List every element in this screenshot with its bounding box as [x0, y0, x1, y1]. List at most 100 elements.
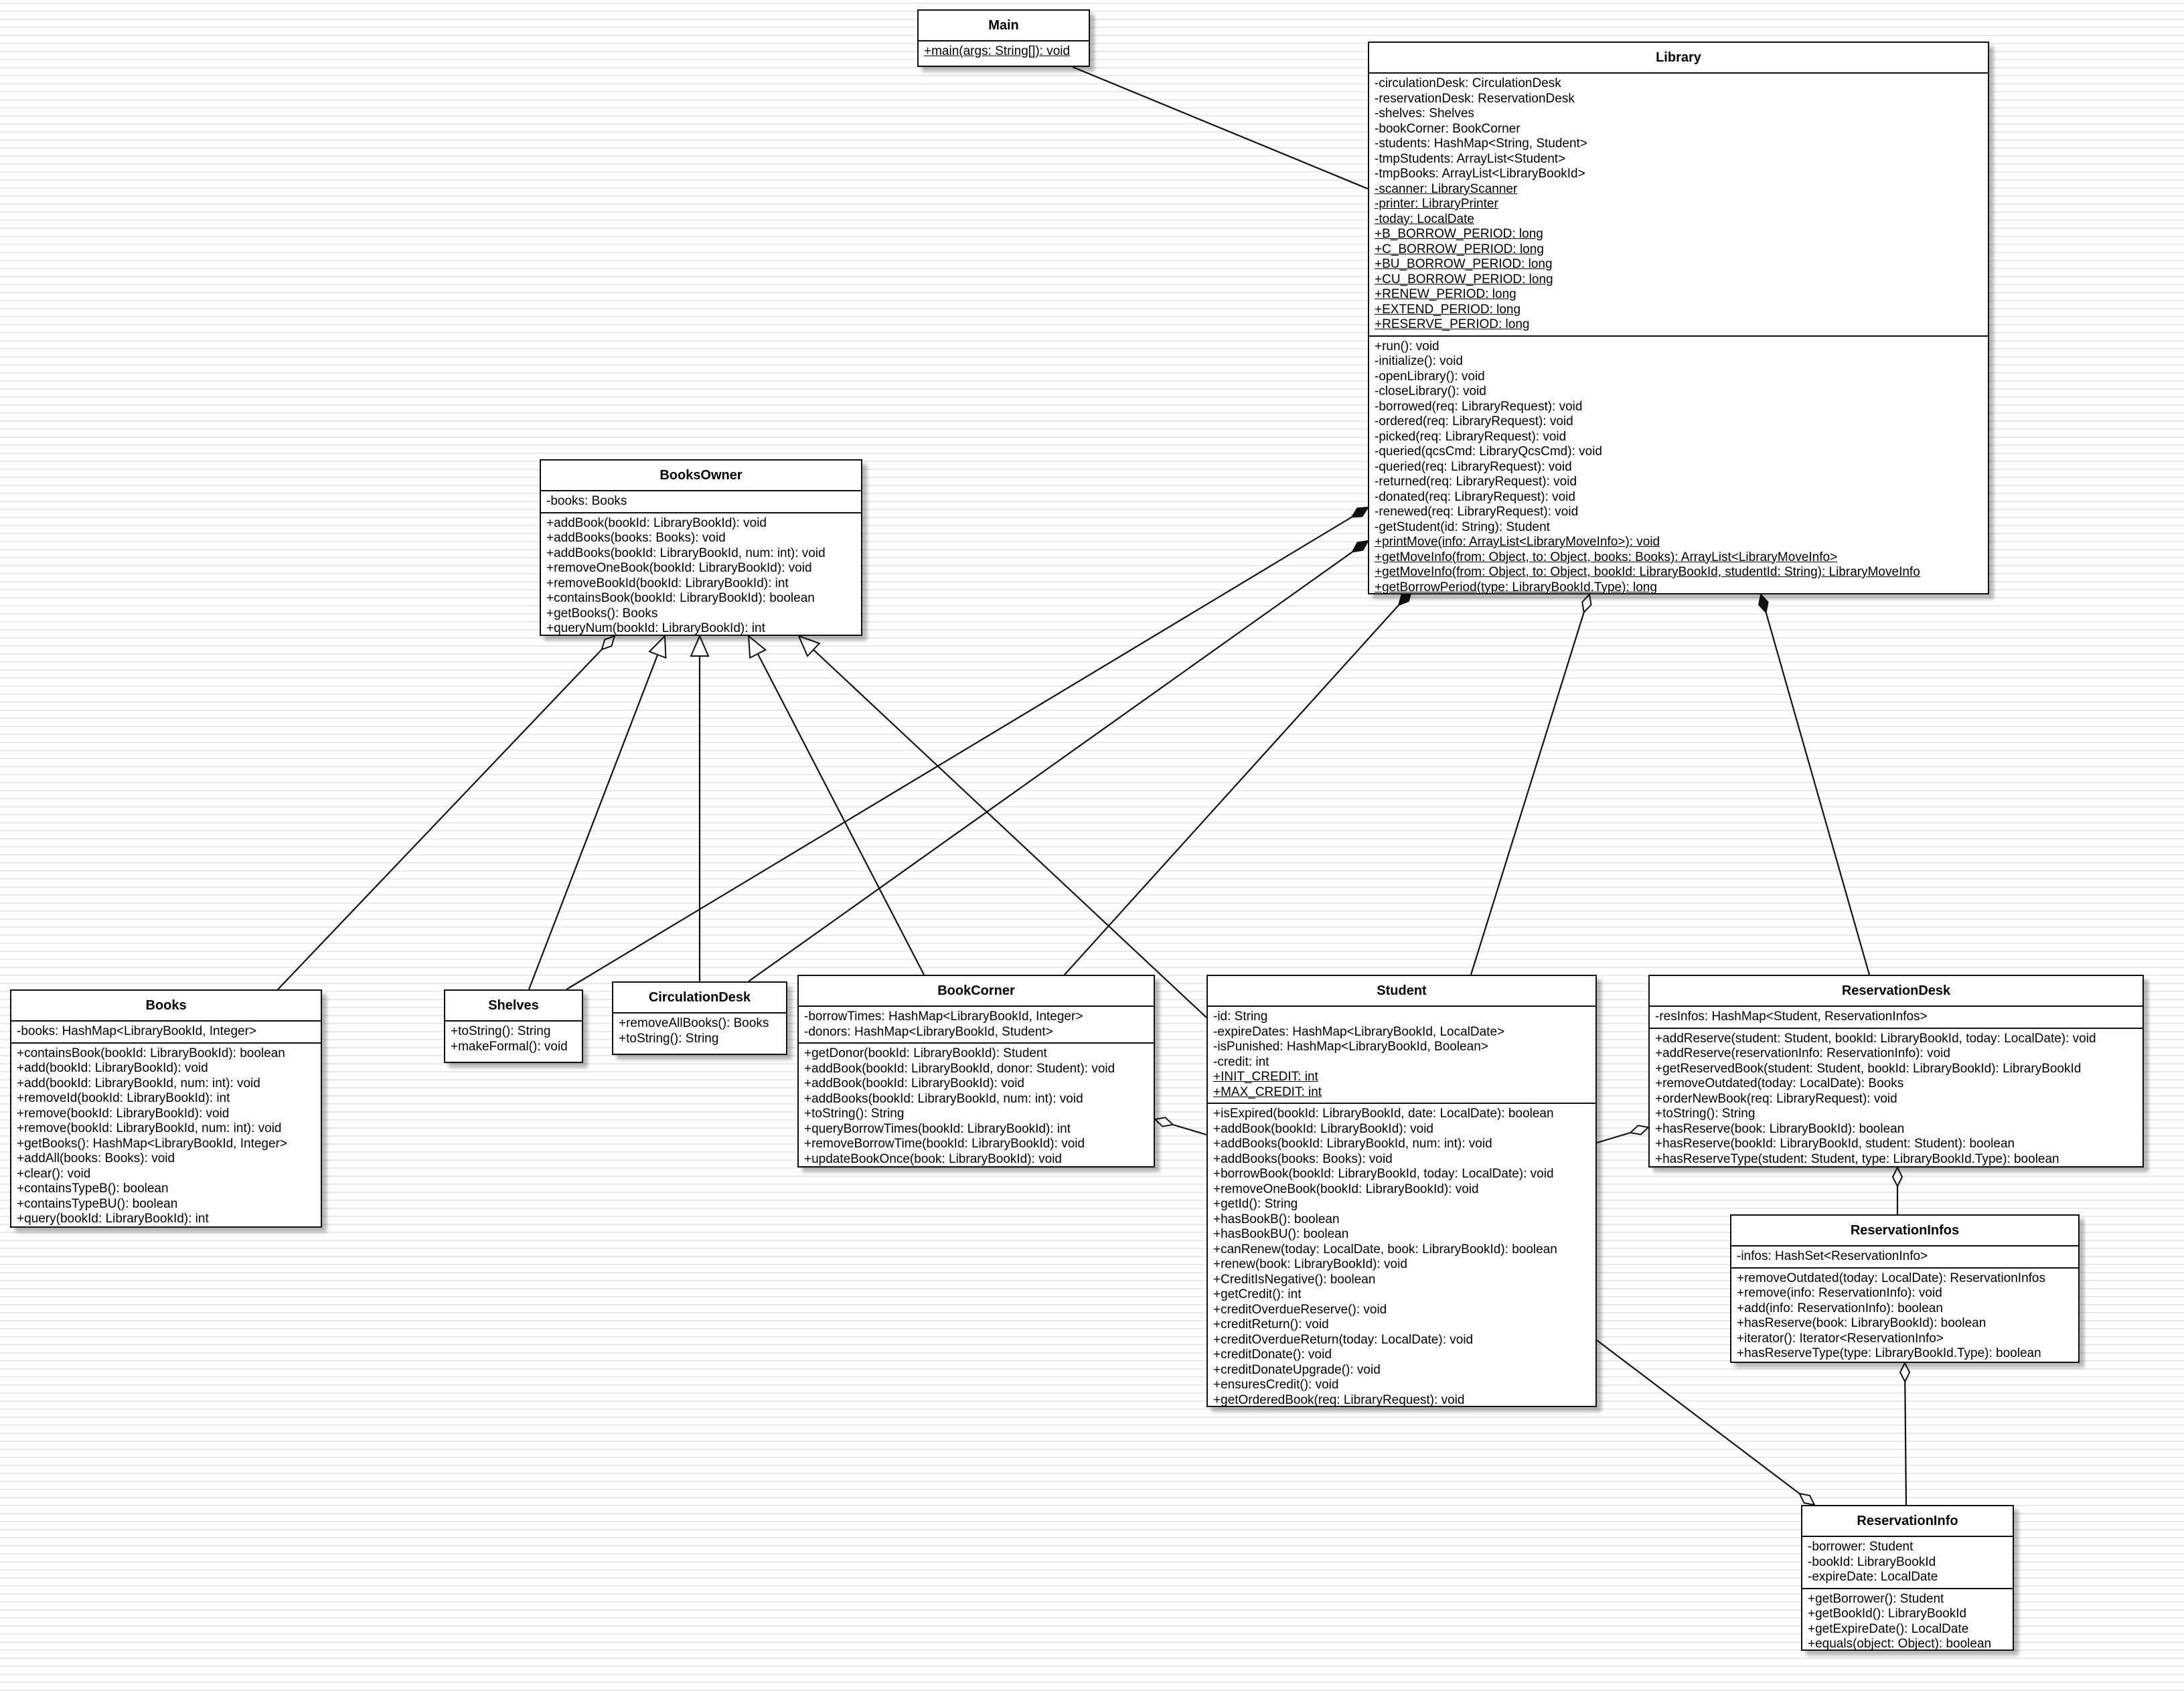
aggregation-diamond — [1153, 1117, 1174, 1127]
class-method: +containsBook(bookId: LibraryBookId): bo… — [17, 1046, 285, 1060]
relation-line — [1903, 1362, 1907, 1506]
relation-line — [1064, 590, 1412, 975]
class-attribute: -tmpBooks: ArrayList<LibraryBookId> — [1375, 167, 1585, 181]
class-method: +addBook(bookId: LibraryBookId): void — [804, 1076, 1025, 1091]
class-method: +query(bookId: LibraryBookId): int — [17, 1212, 209, 1226]
class-attributes-section: -books: HashMap<LibraryBookId, Integer> — [11, 1022, 321, 1042]
class-method: +iterator(): Iterator<ReservationInfo> — [1737, 1331, 1944, 1346]
class-method: +getId(): String — [1213, 1197, 1298, 1211]
class-method: -getStudent(id: String): Student — [1375, 519, 1550, 534]
class-method: +toString(): String — [619, 1031, 719, 1046]
class-method: +getBorrower(): Student — [1808, 1591, 1944, 1606]
class-bookcorner[interactable]: BookCorner-borrowTimes: HashMap<LibraryB… — [797, 975, 1155, 1167]
class-method: +hasBookB(): boolean — [1213, 1212, 1340, 1226]
class-method: +addReserve(reservationInfo: Reservation… — [1655, 1046, 1950, 1060]
class-main[interactable]: Main+main(args: String[]): void — [917, 9, 1090, 67]
class-books[interactable]: Books-books: HashMap<LibraryBookId, Inte… — [10, 989, 322, 1228]
class-attribute: -today: LocalDate — [1375, 212, 1474, 226]
class-attributes-section: -books: Books — [541, 491, 861, 512]
class-name: Library — [1369, 43, 1988, 74]
class-method: +addBook(bookId: LibraryBookId): void — [546, 515, 767, 530]
class-student[interactable]: Student-id: String-expireDates: HashMap<… — [1206, 975, 1597, 1407]
class-method: +hasReserve(book: LibraryBookId): boolea… — [1737, 1316, 1986, 1330]
composition-diamond — [1350, 506, 1369, 518]
class-methods-section: +isExpired(bookId: LibraryBookId, date: … — [1208, 1103, 1595, 1411]
class-attribute: -credit: int — [1213, 1054, 1269, 1069]
class-reservationdesk[interactable]: ReservationDesk-resInfos: HashMap<Studen… — [1648, 975, 2144, 1167]
class-booksowner[interactable]: BooksOwner-books: Books+addBook(bookId: … — [540, 459, 862, 636]
class-attribute: +CU_BORROW_PERIOD: long — [1375, 272, 1553, 287]
class-method: +removeAllBooks(): Books — [619, 1016, 769, 1030]
class-attribute: -resInfos: HashMap<Student, ReservationI… — [1655, 1010, 1928, 1024]
class-method: +creditDonate(): void — [1213, 1348, 1332, 1362]
relation-line — [1072, 66, 1369, 190]
class-library[interactable]: Library-circulationDesk: CirculationDesk… — [1368, 42, 1989, 594]
inheritance-arrowhead — [690, 634, 710, 657]
class-method: -queried(req: LibraryRequest): void — [1375, 459, 1572, 474]
class-method: +CreditIsNegative(): boolean — [1213, 1272, 1376, 1287]
class-reservationinfo[interactable]: ReservationInfo-borrower: Student-bookId… — [1801, 1505, 2014, 1651]
class-attribute: -shelves: Shelves — [1375, 106, 1474, 120]
class-method: +makeFormal(): void — [451, 1039, 568, 1054]
class-method: +creditOverdueReturn(today: LocalDate): … — [1213, 1332, 1474, 1347]
relation-line — [1470, 594, 1591, 975]
class-attribute: -books: HashMap<LibraryBookId, Integer> — [17, 1024, 257, 1038]
class-method: +getMoveInfo(from: Object, to: Object, b… — [1375, 550, 1838, 564]
class-method: +hasReserveType(type: LibraryBookId.Type… — [1737, 1346, 2041, 1360]
class-method: +removeBookId(bookId: LibraryBookId): in… — [546, 576, 789, 590]
class-method: +isExpired(bookId: LibraryBookId, date: … — [1213, 1107, 1554, 1121]
class-attribute: -scanner: LibraryScanner — [1375, 181, 1518, 196]
class-attribute: -donors: HashMap<LibraryBookId, Student> — [804, 1024, 1053, 1039]
relation-aggregation — [277, 635, 616, 990]
class-name: Student — [1208, 976, 1595, 1007]
class-methods-section: +removeAllBooks(): Books+toString(): Str… — [613, 1014, 786, 1049]
class-method: -closeLibrary(): void — [1375, 384, 1486, 398]
class-name: Main — [919, 11, 1089, 42]
class-method: +add(info: ReservationInfo): boolean — [1737, 1301, 1943, 1315]
class-method: +updateBookOnce(book: LibraryBookId): vo… — [804, 1151, 1062, 1166]
class-reservationinfos[interactable]: ReservationInfos-infos: HashSet<Reservat… — [1730, 1214, 2080, 1363]
relation-line — [528, 635, 666, 990]
class-methods-section: +containsBook(bookId: LibraryBookId): bo… — [11, 1042, 321, 1230]
class-attributes-section: -id: String-expireDates: HashMap<Library… — [1208, 1007, 1595, 1103]
inheritance-arrowhead — [747, 634, 767, 659]
class-method: +addBooks(books: Books): void — [546, 531, 726, 545]
class-method: +containsTypeBU(): boolean — [17, 1196, 178, 1211]
class-method: +hasReserveType(student: Student, type: … — [1655, 1151, 2059, 1166]
class-method: +removeOutdated(today: LocalDate): Reser… — [1737, 1271, 2046, 1285]
class-method: +hasBookBU(): boolean — [1213, 1227, 1349, 1241]
class-method: +run(): void — [1375, 339, 1439, 353]
class-attribute: +B_BORROW_PERIOD: long — [1375, 227, 1543, 241]
class-attributes-section: -infos: HashSet<ReservationInfo> — [1731, 1246, 2078, 1267]
aggregation-diamond — [1891, 1165, 1903, 1188]
class-shelves[interactable]: Shelves+toString(): String+makeFormal():… — [444, 989, 583, 1063]
class-circulationdesk[interactable]: CirculationDesk+removeAllBooks(): Books+… — [612, 981, 787, 1055]
relation-line — [1596, 1340, 1815, 1506]
class-attribute: +EXTEND_PERIOD: long — [1375, 302, 1521, 317]
relation-aggregation — [1891, 1165, 1903, 1214]
aggregation-diamond — [1798, 1492, 1816, 1506]
class-attribute: +INIT_CREDIT: int — [1213, 1070, 1318, 1084]
relation-aggregation — [1470, 592, 1592, 975]
relation-generalization — [690, 634, 710, 981]
class-method: -picked(req: LibraryRequest): void — [1375, 429, 1567, 444]
class-method: +queryNum(bookId: LibraryBookId): int — [546, 621, 765, 635]
class-method: +getBookId(): LibraryBookId — [1808, 1607, 1967, 1621]
relation-composition — [1758, 592, 1871, 975]
class-attribute: -printer: LibraryPrinter — [1375, 197, 1498, 211]
inheritance-arrowhead — [648, 634, 667, 659]
class-methods-section: +addBook(bookId: LibraryBookId): void+ad… — [541, 511, 861, 639]
class-method: +orderNewBook(req: LibraryRequest): void — [1655, 1091, 1897, 1106]
class-method: -ordered(req: LibraryRequest): void — [1375, 414, 1573, 428]
class-name: BooksOwner — [541, 461, 861, 491]
class-methods-section: +addReserve(student: Student, bookId: Li… — [1650, 1027, 2142, 1170]
class-method: +addAll(books: Books): void — [17, 1151, 175, 1165]
class-method: +remove(bookId: LibraryBookId, num: int)… — [17, 1121, 282, 1135]
class-method: +remove(bookId: LibraryBookId): void — [17, 1106, 230, 1121]
class-method: +addBooks(books: Books): void — [1213, 1151, 1393, 1166]
class-method: +removeOutdated(today: LocalDate): Books — [1655, 1076, 1904, 1091]
class-method: +containsTypeB(): boolean — [17, 1182, 169, 1196]
class-methods-section: +toString(): String+makeFormal(): void — [445, 1022, 582, 1057]
class-method: +toString(): String — [1655, 1107, 1756, 1121]
class-method: +creditOverdueReserve(): void — [1213, 1302, 1387, 1317]
